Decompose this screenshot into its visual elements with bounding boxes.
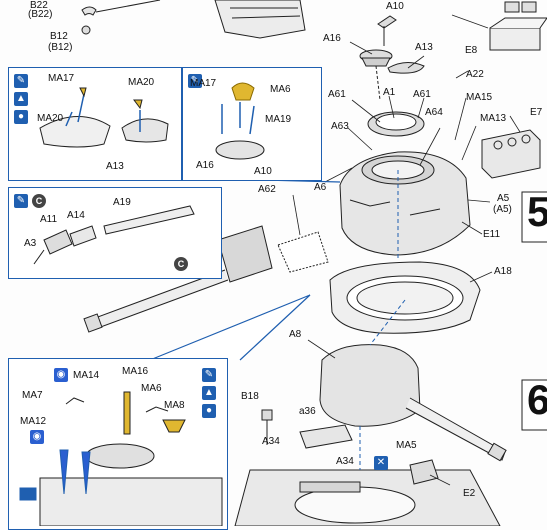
label-e8: E8 bbox=[465, 45, 478, 56]
label-a6: A6 bbox=[314, 182, 327, 193]
label-a36: a36 bbox=[299, 406, 316, 417]
label-e11: E11 bbox=[483, 229, 501, 240]
label-a16: A16 bbox=[323, 33, 341, 44]
label-a62: A62 bbox=[258, 184, 276, 195]
label-p2-ma6: MA6 bbox=[270, 84, 291, 95]
part-a62-frame bbox=[277, 231, 329, 273]
label-a61-left: A61 bbox=[328, 89, 346, 100]
label-a22: A22 bbox=[466, 69, 484, 80]
label-p3-a3: A3 bbox=[24, 238, 37, 249]
insertion-lines bbox=[359, 170, 406, 470]
label-a10-top: A10 bbox=[386, 1, 404, 12]
label-p1-ma20-right: MA20 bbox=[128, 77, 155, 88]
step-number: 5 bbox=[527, 188, 547, 235]
glue-icon: ✎ bbox=[14, 194, 28, 208]
part-a10-top bbox=[377, 15, 397, 46]
label-a5: A5 bbox=[497, 193, 510, 204]
label-p3-a14: A14 bbox=[67, 210, 85, 221]
label-a5-paren: (A5) bbox=[493, 204, 512, 215]
align-icon: ▲ bbox=[202, 386, 216, 400]
label-p1-a13: A13 bbox=[106, 161, 124, 172]
step-frame-right bbox=[521, 191, 547, 431]
label-a1: A1 bbox=[383, 87, 396, 98]
label-a61-right: A61 bbox=[413, 89, 431, 100]
label-b18: B18 bbox=[241, 391, 259, 402]
label-p4-ma16: MA16 bbox=[122, 366, 149, 377]
label-p1-ma20-left: MA20 bbox=[37, 113, 64, 124]
label-p2-a16: A16 bbox=[196, 160, 214, 171]
glue-icon: ✎ bbox=[14, 74, 28, 88]
label-ma5: MA5 bbox=[396, 440, 417, 451]
label-p4-ma6: MA6 bbox=[141, 383, 162, 394]
part-a13-plate bbox=[387, 62, 425, 74]
align-icon: ◉ bbox=[54, 368, 68, 382]
part-b22-b12 bbox=[81, 0, 161, 35]
c-badge-icon: C bbox=[32, 194, 46, 208]
c-badge-icon: C bbox=[174, 257, 188, 271]
glue-icon: ✎ bbox=[202, 368, 216, 382]
label-p2-ma19: MA19 bbox=[265, 114, 292, 125]
label-e7: E7 bbox=[530, 107, 543, 118]
label-p2-ma17: MA17 bbox=[190, 78, 217, 89]
part-e2 bbox=[409, 459, 439, 485]
part-a1-ring bbox=[367, 111, 425, 137]
label-a34-left: A34 bbox=[262, 436, 280, 447]
part-e7-box bbox=[481, 129, 541, 179]
align-icon: ▲ bbox=[14, 92, 28, 106]
label-a18: A18 bbox=[494, 266, 512, 277]
part-b18 bbox=[261, 409, 273, 445]
label-p3-a19: A19 bbox=[113, 197, 131, 208]
paint-icon: ● bbox=[202, 404, 216, 418]
leader-lines bbox=[292, 14, 521, 486]
label-p2-a10: A10 bbox=[254, 166, 272, 177]
label-a8: A8 bbox=[289, 329, 302, 340]
label-p1-ma17: MA17 bbox=[48, 73, 75, 84]
label-a34-right: A34 bbox=[336, 456, 354, 467]
label-b12-paren: (B12) bbox=[48, 42, 73, 53]
turret-lower-assembled bbox=[319, 344, 507, 462]
label-p3-a11: A11 bbox=[40, 214, 58, 225]
label-p4-ma12: MA12 bbox=[20, 416, 47, 427]
label-ma15: MA15 bbox=[466, 92, 493, 103]
hull-top-fragment bbox=[214, 0, 306, 39]
part-e8-crate bbox=[489, 1, 547, 51]
part-a16-hatch bbox=[359, 49, 393, 101]
align-icon: ◉ bbox=[30, 430, 44, 444]
glue-icon: ✎ bbox=[188, 74, 202, 88]
next-step-number: 6 bbox=[527, 376, 547, 423]
label-p4-ma14: MA14 bbox=[73, 370, 100, 381]
part-a36-plate bbox=[299, 424, 353, 449]
gun-barrel-mantlet bbox=[83, 225, 273, 333]
label-a63: A63 bbox=[331, 121, 349, 132]
label-b22: B22 bbox=[30, 0, 48, 11]
label-ma13: MA13 bbox=[480, 113, 507, 124]
paint-icon: ● bbox=[14, 110, 28, 124]
turret-upper bbox=[339, 151, 471, 256]
label-b22-paren: (B22) bbox=[28, 9, 53, 20]
label-p4-ma7: MA7 bbox=[22, 390, 43, 401]
hull-bottom bbox=[234, 469, 501, 526]
label-p4-ma8: MA8 bbox=[164, 400, 185, 411]
remove-icon: ✕ bbox=[374, 456, 388, 470]
label-a13: A13 bbox=[415, 42, 433, 53]
label-a64: A64 bbox=[425, 107, 443, 118]
part-a18-ring-base bbox=[329, 261, 481, 334]
label-e2: E2 bbox=[463, 488, 476, 499]
label-b12: B12 bbox=[50, 31, 68, 42]
